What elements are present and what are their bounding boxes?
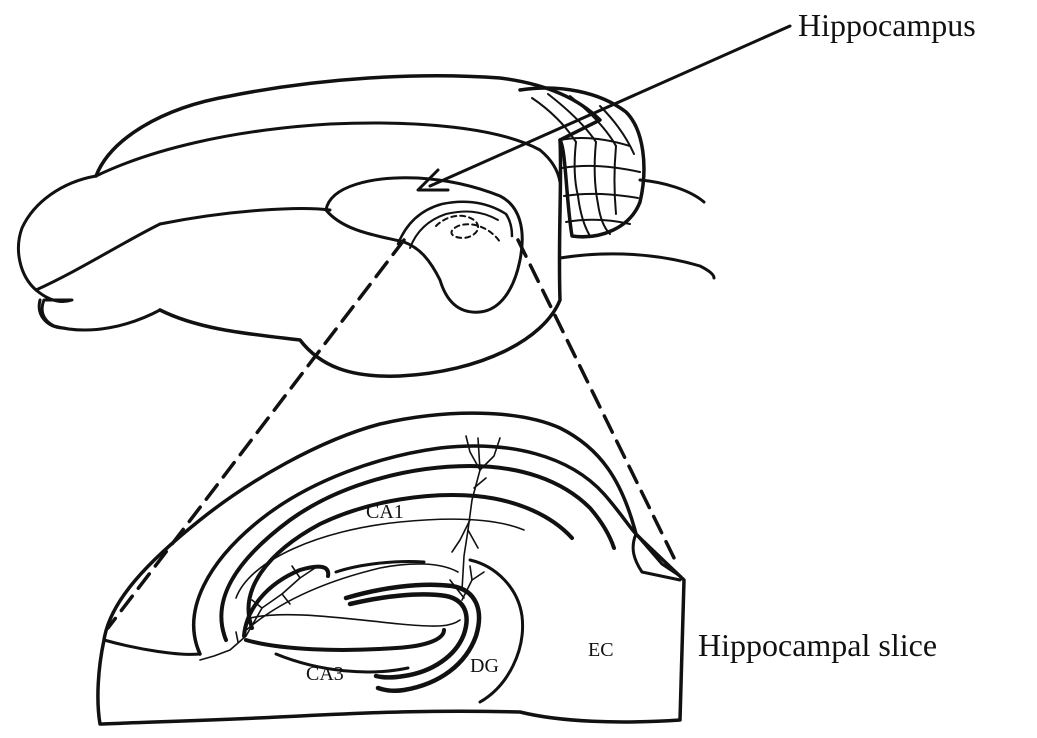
brain-drawing [18,76,714,376]
layer-ca3-mid [246,630,444,650]
ca3-neuron [200,566,318,660]
label-dg: DG [470,655,499,677]
label-hippocampal-slice: Hippocampal slice [698,627,937,663]
hippocampal-slice-drawing [98,413,684,724]
hippocampus-structure [326,178,522,312]
projection-line-left [108,240,404,628]
cortex-lower-contour [160,209,330,224]
dentate-gyrus-hilus [336,561,424,572]
ca1-neuron [452,436,500,590]
layer-ca1-radiatum [236,519,524,598]
label-ca1: CA1 [366,501,404,523]
olfactory-bulb-division [36,224,160,290]
cortex-inner-contour [96,123,560,182]
label-hippocampus: Hippocampus [798,7,976,43]
layer-ca3-inner [250,615,460,626]
label-ca3: CA3 [306,663,344,685]
label-ec: EC [588,639,614,661]
hippocampus-pointer-arrow [418,26,790,190]
brainstem-upper [640,180,704,202]
hippocampus-fissure-dashed [436,216,500,242]
dentate-gyrus-inner [350,594,467,677]
slice-edge [104,640,200,654]
brainstem-lower [560,254,714,278]
